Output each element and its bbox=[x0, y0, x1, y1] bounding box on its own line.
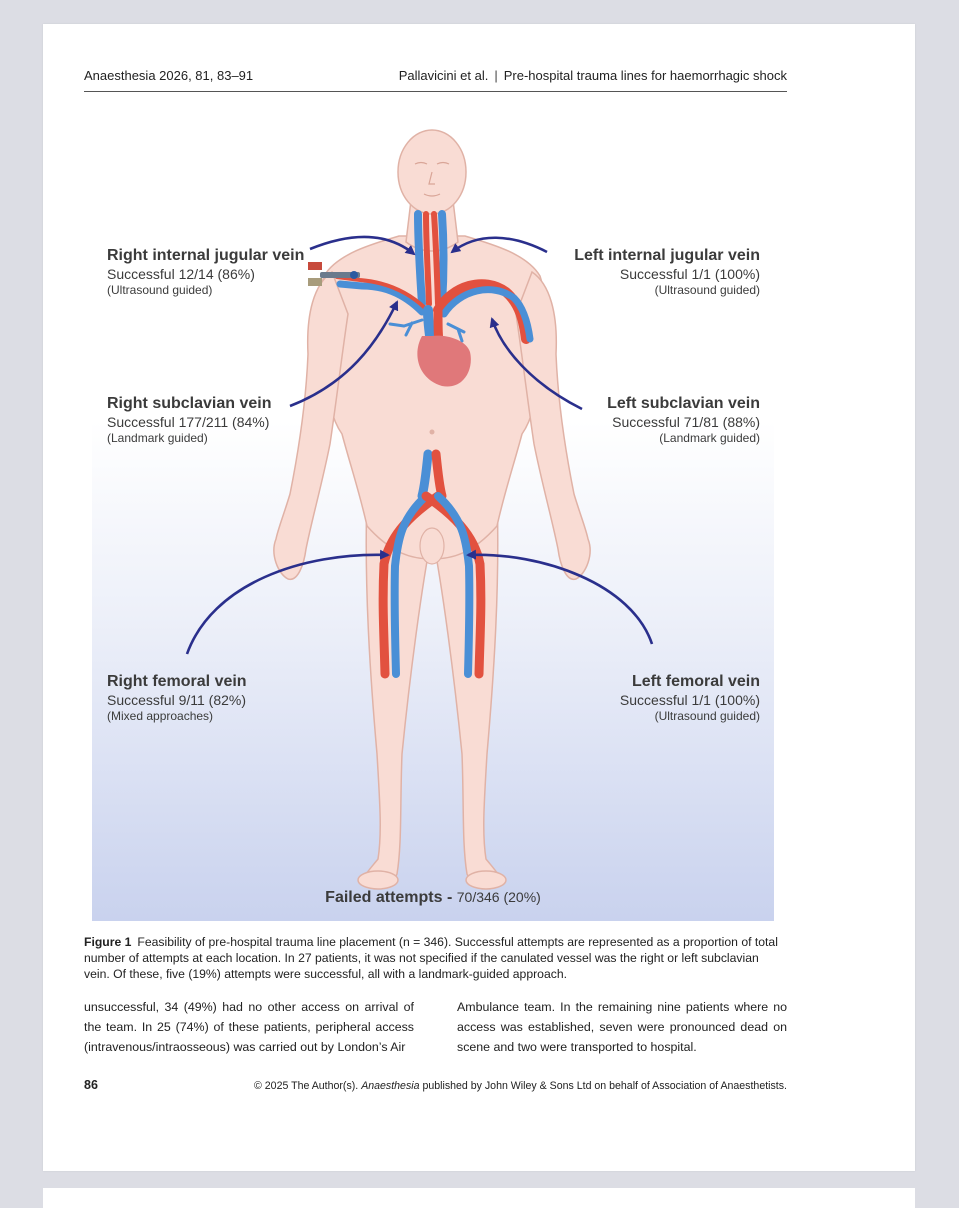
carotid-artery-left bbox=[434, 214, 438, 304]
label-title: Left internal jugular vein bbox=[574, 246, 760, 266]
label-note: (Ultrasound guided) bbox=[620, 709, 760, 724]
failed-attempts-label: Failed attempts - bbox=[325, 889, 452, 906]
label-left-femoral: Left femoral vein Successful 1/1 (100%) … bbox=[620, 672, 760, 723]
label-stat: Successful 9/11 (82%) bbox=[107, 692, 247, 709]
label-stat: Successful 12/14 (86%) bbox=[107, 266, 304, 283]
header-rule bbox=[84, 91, 787, 92]
copyright-line: © 2025 The Author(s). Anaesthesia publis… bbox=[254, 1080, 787, 1092]
journal-name: Anaesthesia bbox=[361, 1080, 419, 1092]
label-right-femoral: Right femoral vein Successful 9/11 (82%)… bbox=[107, 672, 247, 723]
label-right-subclavian: Right subclavian vein Successful 177/211… bbox=[107, 394, 271, 445]
failed-attempts-value: 70/346 (20%) bbox=[457, 889, 541, 905]
running-title: Pallavicini et al. | Pre-hospital trauma l… bbox=[399, 68, 787, 83]
genitals bbox=[420, 528, 444, 564]
copyright-post: published by John Wiley & Sons Ltd on be… bbox=[422, 1080, 787, 1092]
running-head: Anaesthesia 2026, 81, 83–91 Pallavicini … bbox=[84, 68, 787, 83]
body-column-left: unsuccessful, 34 (49%) had no other acce… bbox=[84, 998, 414, 1058]
navel bbox=[430, 430, 435, 435]
vena-cava-inferior bbox=[422, 454, 428, 496]
body-text: unsuccessful, 34 (49%) had no other acce… bbox=[84, 998, 787, 1058]
journal-citation: Anaesthesia 2026, 81, 83–91 bbox=[84, 68, 253, 83]
caption-label: Figure 1 bbox=[84, 935, 131, 949]
running-article-title: Pre-hospital trauma lines for haemorrhag… bbox=[504, 68, 787, 83]
running-authors: Pallavicini et al. bbox=[399, 68, 489, 83]
label-note: (Ultrasound guided) bbox=[107, 283, 304, 298]
carotid-artery-right bbox=[426, 214, 429, 304]
label-title: Left femoral vein bbox=[620, 672, 760, 692]
label-stat: Successful 177/211 (84%) bbox=[107, 414, 271, 431]
label-left-subclavian: Left subclavian vein Successful 71/81 (8… bbox=[607, 394, 760, 445]
label-title: Right femoral vein bbox=[107, 672, 247, 692]
aorta-abdominal bbox=[436, 454, 442, 496]
running-separator: | bbox=[494, 68, 497, 83]
failed-attempts: Failed attempts - 70/346 (20%) bbox=[92, 889, 774, 907]
label-stat: Successful 1/1 (100%) bbox=[574, 266, 760, 283]
caption-text: Feasibility of pre-hospital trauma line … bbox=[84, 935, 778, 981]
label-title: Right internal jugular vein bbox=[107, 246, 304, 266]
label-left-internal-jugular: Left internal jugular vein Successful 1/… bbox=[574, 246, 760, 297]
figure-1-illustration: Right internal jugular vein Successful 1… bbox=[92, 114, 774, 921]
page-number: 86 bbox=[84, 1078, 98, 1092]
label-stat: Successful 1/1 (100%) bbox=[620, 692, 760, 709]
copyright-pre: © 2025 The Author(s). bbox=[254, 1080, 358, 1092]
label-title: Right subclavian vein bbox=[107, 394, 271, 414]
label-title: Left subclavian vein bbox=[607, 394, 760, 414]
label-note: (Mixed approaches) bbox=[107, 709, 247, 724]
feet bbox=[358, 871, 506, 889]
page-footer: 86 © 2025 The Author(s). Anaesthesia pub… bbox=[84, 1078, 787, 1092]
label-note: (Landmark guided) bbox=[107, 431, 271, 446]
left-jugular-vein bbox=[442, 214, 444, 304]
label-note: (Ultrasound guided) bbox=[574, 283, 760, 298]
label-right-internal-jugular: Right internal jugular vein Successful 1… bbox=[107, 246, 304, 297]
label-stat: Successful 71/81 (88%) bbox=[607, 414, 760, 431]
right-jugular-vein bbox=[418, 214, 422, 304]
anatomy-diagram bbox=[92, 114, 774, 921]
label-note: (Landmark guided) bbox=[607, 431, 760, 446]
body-column-right: Ambulance team. In the remaining nine pa… bbox=[457, 998, 787, 1058]
next-page-edge bbox=[43, 1188, 915, 1208]
